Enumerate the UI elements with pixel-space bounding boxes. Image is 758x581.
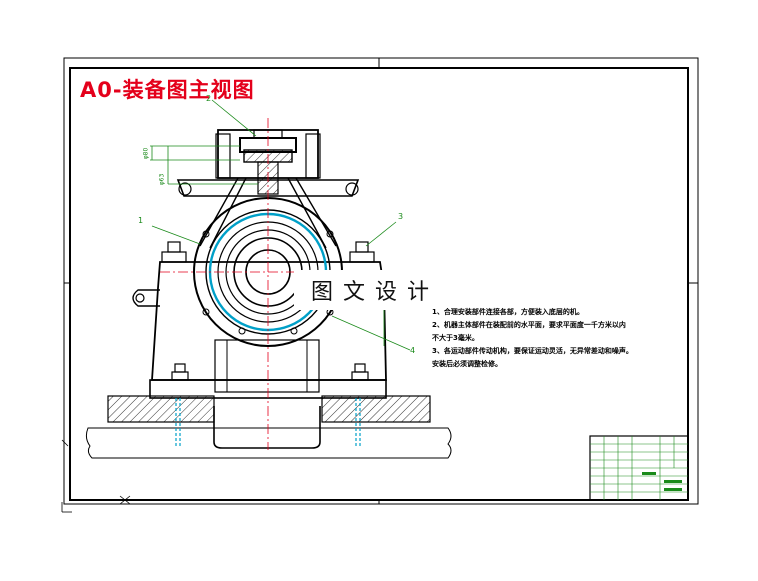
crop-marks <box>61 439 131 513</box>
part-label-2: 2 <box>206 94 212 103</box>
note-line-3: 不大于3毫米。 <box>432 334 479 342</box>
upper-bracket <box>176 179 360 197</box>
part-label-1: 1 <box>138 216 144 225</box>
technical-notes: 1、合理安装部件连接各部，方便装入底层的机。 2、机器主体部件在装配前的水平面，… <box>432 306 633 371</box>
frame-ticks <box>64 58 698 504</box>
note-line-1: 1、合理安装部件连接各部，方便装入底层的机。 <box>432 308 584 316</box>
dimension-lines <box>150 145 258 185</box>
outer-frame <box>63 57 699 505</box>
note-line-2: 2、机器主体部件在装配前的水平面，要求平面度一千方米以内 <box>432 321 626 329</box>
right-arm <box>287 177 337 249</box>
ground-line <box>85 427 452 459</box>
foundation-left <box>107 395 215 423</box>
housing-bolts <box>161 241 375 263</box>
title-block-fills <box>642 472 682 491</box>
left-lug <box>132 289 160 307</box>
watermark: 图文设计 <box>294 270 456 310</box>
foundation-bolts <box>171 363 369 446</box>
note-line-4: 3、各运动部件传动机构，要保证运动灵活，无异常差动和噪声。 <box>432 347 633 355</box>
dimension-phi80: φ80 <box>142 147 150 160</box>
ring-bolts <box>202 230 334 335</box>
part-label-3: 3 <box>398 212 404 221</box>
drawing-title: A0-装备图主视图 <box>80 78 255 102</box>
leader-lines <box>151 99 411 351</box>
part-label-4: 4 <box>410 346 416 355</box>
title-block <box>589 435 689 501</box>
pedestal-inner <box>214 339 320 393</box>
note-line-5: 安装后必须调整检修。 <box>432 360 502 368</box>
dimension-phi63: φ63 <box>158 173 166 186</box>
foundation-pit <box>213 406 321 449</box>
left-arm <box>199 177 247 249</box>
foundation-right <box>321 395 431 423</box>
pedestal <box>151 261 387 381</box>
